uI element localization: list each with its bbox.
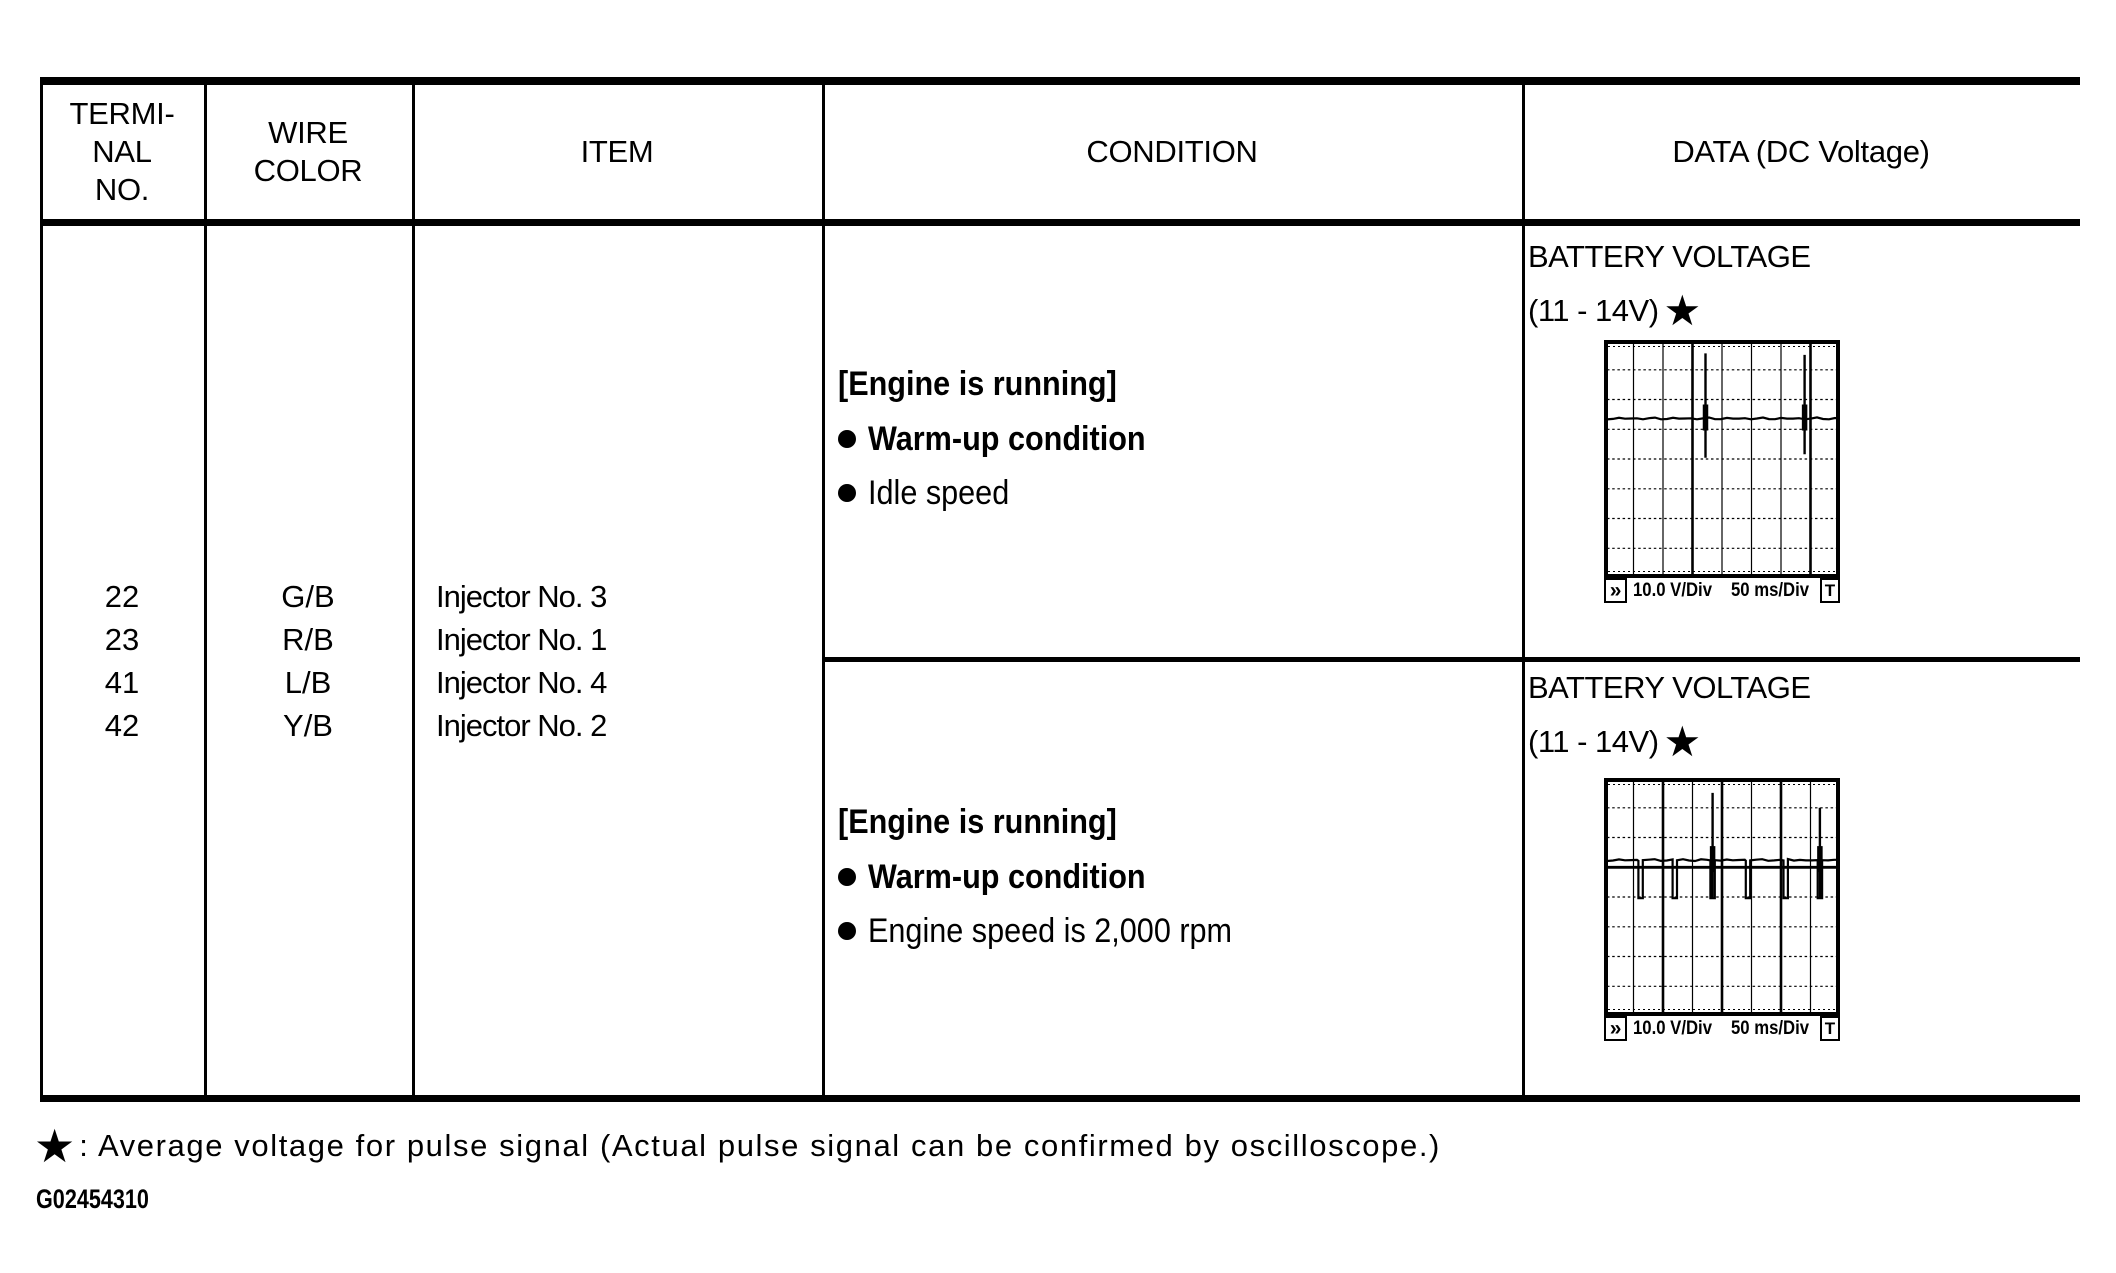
table-border-bottom — [40, 1095, 2080, 1102]
column-divider-wire-item — [412, 85, 415, 1095]
condition-bullet-row: Warm-up condition — [838, 857, 1176, 897]
scope-marker-icon: » — [1604, 1016, 1628, 1041]
oscilloscope-status-bar: » 10.0 V/Div 50 ms/Div T — [1604, 578, 1840, 603]
item-label: Injector No. 2 — [436, 707, 607, 743]
condition-heading: [Engine is running] — [838, 802, 1117, 841]
table-header-divider — [40, 219, 2080, 226]
column-divider-item-condition — [822, 85, 825, 1095]
voltage-range-text: (11 - 14V) — [1528, 293, 1659, 328]
oscilloscope-grid — [1604, 778, 1840, 1016]
wire-color: L/B — [284, 664, 332, 700]
item-label: Injector No. 4 — [436, 664, 607, 700]
data-voltage-range: (11 - 14V) ★ — [1528, 289, 1701, 333]
voltage-range-text: (11 - 14V) — [1528, 724, 1659, 759]
condition-bullet-text: Idle speed — [868, 473, 1010, 512]
footnote-text: : Average voltage for pulse signal (Actu… — [79, 1128, 1441, 1163]
star-icon: ★ — [1663, 718, 1702, 765]
wire-color: Y/B — [283, 707, 333, 743]
bullet-icon — [838, 484, 856, 502]
footnote: ★ : Average voltage for pulse signal (Ac… — [34, 1120, 1441, 1172]
oscilloscope-2000rpm: » 10.0 V/Div 50 ms/Div T — [1604, 778, 1840, 1041]
header-wire-color: WIRE COLOR — [204, 114, 412, 190]
header-condition: CONDITION — [1086, 134, 1258, 169]
star-icon: ★ — [1663, 287, 1702, 334]
scope-marker-icon: » — [1604, 578, 1628, 603]
condition-bullet-row: Engine speed is 2,000 rpm — [838, 911, 1272, 951]
item-list: Injector No. 3 Injector No. 1 Injector N… — [436, 575, 607, 747]
scope-time-per-div: 50 ms/Div — [1731, 579, 1810, 601]
table-row-divider — [822, 657, 2080, 662]
bullet-icon — [838, 430, 856, 448]
scope-trigger-indicator: T — [1819, 578, 1840, 603]
bullet-icon — [838, 922, 856, 940]
item-label: Injector No. 3 — [436, 578, 607, 614]
header-data-dc-voltage: DATA (DC Voltage) — [1672, 134, 1930, 169]
terminal-number: 42 — [104, 707, 140, 743]
table-border-top — [40, 77, 2080, 85]
scope-trigger-indicator: T — [1819, 1016, 1840, 1041]
column-divider-condition-data — [1522, 85, 1525, 1095]
condition-heading: [Engine is running] — [838, 364, 1117, 403]
condition-bullet-row: Warm-up condition — [838, 419, 1176, 459]
condition-bullet-text: Warm-up condition — [868, 419, 1146, 458]
data-title: BATTERY VOLTAGE — [1528, 670, 1811, 705]
header-line: TERMI- — [69, 96, 175, 131]
terminal-number: 22 — [104, 578, 140, 614]
oscilloscope-idle: » 10.0 V/Div 50 ms/Div T — [1604, 340, 1840, 603]
scope-volts-per-div: 10.0 V/Div — [1633, 579, 1713, 601]
terminal-number: 41 — [104, 664, 140, 700]
scope-volts-per-div: 10.0 V/Div — [1633, 1017, 1713, 1039]
column-divider-terminal-wire — [204, 85, 207, 1095]
wire-color: G/B — [281, 578, 335, 614]
header-line: NO. — [94, 172, 150, 207]
wire-color-list: G/B R/B L/B Y/B — [204, 575, 412, 747]
data-title: BATTERY VOLTAGE — [1528, 239, 1811, 274]
header-item: ITEM — [580, 134, 654, 169]
header-line: WIRE — [268, 115, 348, 150]
wire-color: R/B — [282, 621, 334, 657]
condition-bullet-row: Idle speed — [838, 473, 1025, 513]
table-border-left — [40, 77, 43, 1102]
header-terminal-no: TERMI- NAL NO. — [40, 95, 204, 209]
star-icon: ★ — [34, 1120, 76, 1172]
header-line: COLOR — [253, 153, 363, 188]
condition-bullet-text: Engine speed is 2,000 rpm — [868, 911, 1233, 950]
header-line: NAL — [92, 134, 152, 169]
condition-bullet-text: Warm-up condition — [868, 857, 1146, 896]
bullet-icon — [838, 868, 856, 886]
scope-time-per-div: 50 ms/Div — [1731, 1017, 1810, 1039]
oscilloscope-status-bar: » 10.0 V/Div 50 ms/Div T — [1604, 1016, 1840, 1041]
oscilloscope-grid — [1604, 340, 1840, 578]
item-label: Injector No. 1 — [436, 621, 607, 657]
terminal-number: 23 — [104, 621, 140, 657]
data-voltage-range: (11 - 14V) ★ — [1528, 720, 1701, 764]
terminal-number-list: 22 23 41 42 — [40, 575, 204, 747]
figure-id: G02454310 — [36, 1184, 149, 1214]
